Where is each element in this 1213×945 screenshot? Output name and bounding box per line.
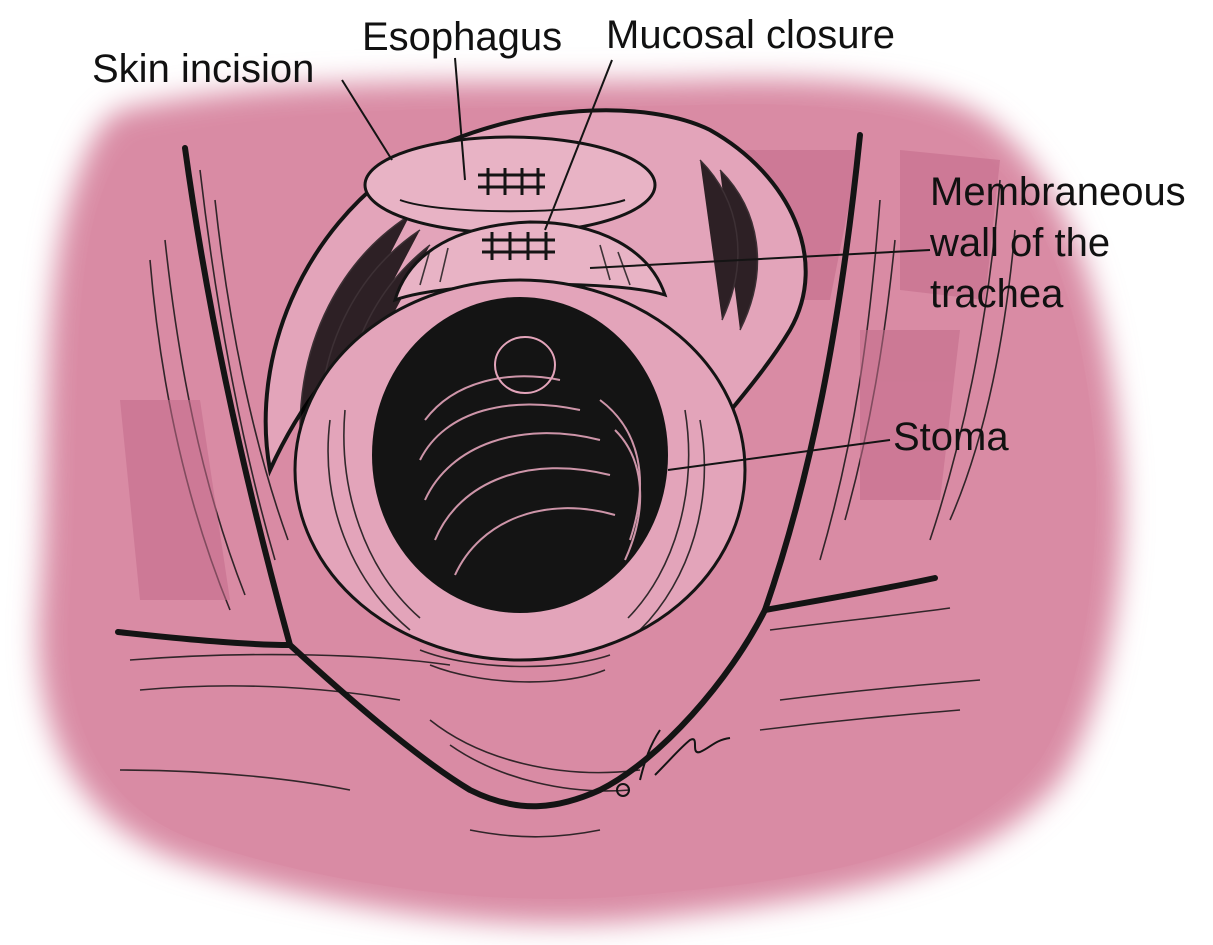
- label-membraneous-line2: wall of the: [929, 221, 1110, 265]
- label-mucosal-closure: Mucosal closure: [606, 13, 895, 57]
- label-esophagus: Esophagus: [362, 15, 562, 59]
- esophagus: [365, 137, 655, 233]
- label-skin-incision: Skin incision: [92, 47, 314, 91]
- stoma-lumen: [372, 297, 668, 613]
- label-membraneous-line1: Membraneous: [930, 170, 1186, 214]
- label-stoma: Stoma: [893, 415, 1009, 459]
- label-membraneous-line3: trachea: [930, 272, 1064, 316]
